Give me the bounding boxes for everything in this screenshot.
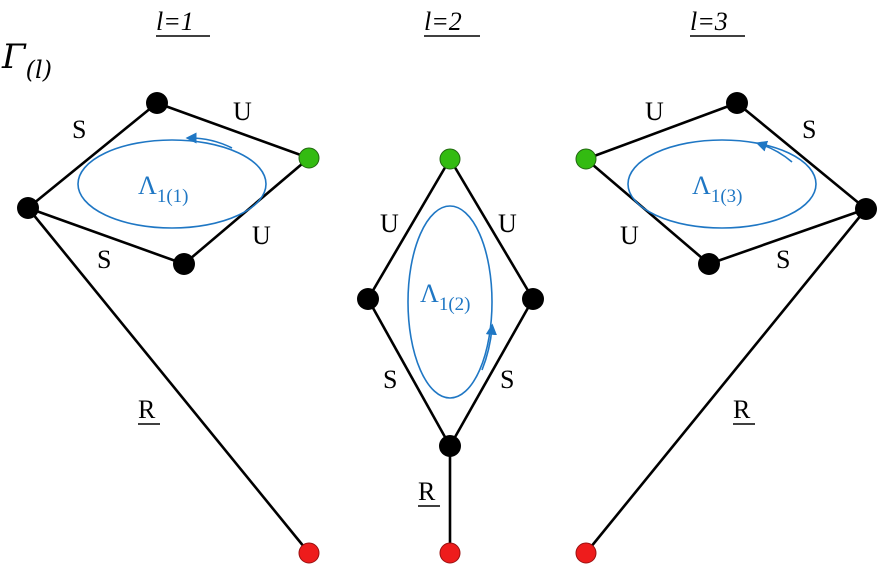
panel-1-label-top-right: U (233, 97, 252, 126)
panel-3-label-long: R (733, 395, 751, 424)
panel-3-loop-label: Λ1(3) (692, 171, 743, 207)
panel-2-loop-sub: 1(2) (439, 294, 471, 315)
panel-3-loop-main: Λ (692, 171, 711, 200)
panel-3-edge-top-right (736, 101, 867, 211)
panel-2-edge-lower-left (366, 298, 452, 447)
panel-1-loop-label: Λ1(1) (138, 171, 189, 207)
panel-1-edge-top-left (27, 101, 158, 210)
panel-1-node-end (298, 542, 320, 564)
panel-2-node-right (522, 288, 544, 310)
panel-1-label-bottom-right: U (252, 221, 271, 250)
panel-1-title: l=1 (156, 7, 194, 36)
panel-2-edge-lower-right (448, 298, 535, 447)
panel-3-label-bottom-right: S (776, 245, 790, 274)
panel-2-title: l=2 (424, 7, 462, 36)
panel-3-node-end (575, 542, 597, 564)
panel-3-node-bottom (698, 253, 720, 275)
panel-1-label-long: R (138, 395, 156, 424)
panel-3-edge-long (584, 208, 868, 554)
panel-1-label-bottom-left: S (97, 245, 111, 274)
panel-1-node-left (17, 197, 39, 219)
panel-1-loop-sub: 1(1) (157, 186, 189, 207)
gamma-label: Γ(l) (1, 37, 52, 84)
panel-1-label-top-left: S (72, 115, 86, 144)
panel-1-edge-long (26, 207, 311, 554)
panel-1-edge-top-right (156, 101, 310, 160)
panel-3-node-right (855, 198, 877, 220)
panel-2-label-lower-left: S (383, 365, 397, 394)
panel-3-loop-arrow (755, 140, 793, 163)
panel-2-node-end (439, 542, 461, 564)
panel-1-node-bottom (173, 253, 195, 275)
panel-3-node-top (726, 92, 748, 114)
panel-3-loop (627, 139, 817, 229)
panel-2-loop (407, 205, 493, 399)
panel-2-label-lower-right: S (500, 365, 514, 394)
panel-2-loop-label: Λ1(2) (420, 279, 471, 315)
panel-2-label-stem: R (418, 477, 436, 506)
panel-2-node-start (439, 148, 461, 170)
panel-3-title: l=3 (690, 7, 728, 36)
panel-3: l=3 U S U S R Λ1(3) (575, 7, 877, 564)
panel-3-label-top-left: U (645, 97, 664, 126)
panel-1-loop-main: Λ (138, 171, 157, 200)
gamma-main: Γ (1, 37, 27, 77)
panel-1-node-top (146, 92, 168, 114)
panel-2-node-left (357, 288, 379, 310)
panel-3-label-top-right: S (802, 115, 816, 144)
panel-2-label-upper-left: U (380, 209, 399, 238)
panel-2-node-bottom (439, 435, 461, 457)
panel-1-node-start (298, 147, 320, 169)
panel-3-node-start (575, 148, 597, 170)
panel-2-edge-upper-right (448, 158, 535, 300)
panel-1-loop-arrow (185, 132, 233, 149)
panel-2-edge-upper-left (366, 158, 452, 300)
panel-2-loop-main: Λ (420, 279, 439, 308)
panel-3-edge-bottom-right (708, 207, 867, 266)
gamma-sub: (l) (26, 56, 52, 84)
panel-2-loop-arrow (481, 323, 497, 371)
panel-1-loop (77, 139, 267, 229)
panel-3-edge-top-left (585, 101, 738, 161)
panel-2: l=2 U U S S R Λ1(2) (357, 7, 544, 564)
panel-3-loop-sub: 1(3) (711, 186, 743, 207)
panel-1: l=1 S U U S R Λ1(1) (17, 7, 320, 564)
panel-3-label-bottom-left: U (620, 221, 639, 250)
panel-2-label-upper-right: U (498, 209, 517, 238)
panel-1-edge-bottom-left (27, 206, 185, 266)
